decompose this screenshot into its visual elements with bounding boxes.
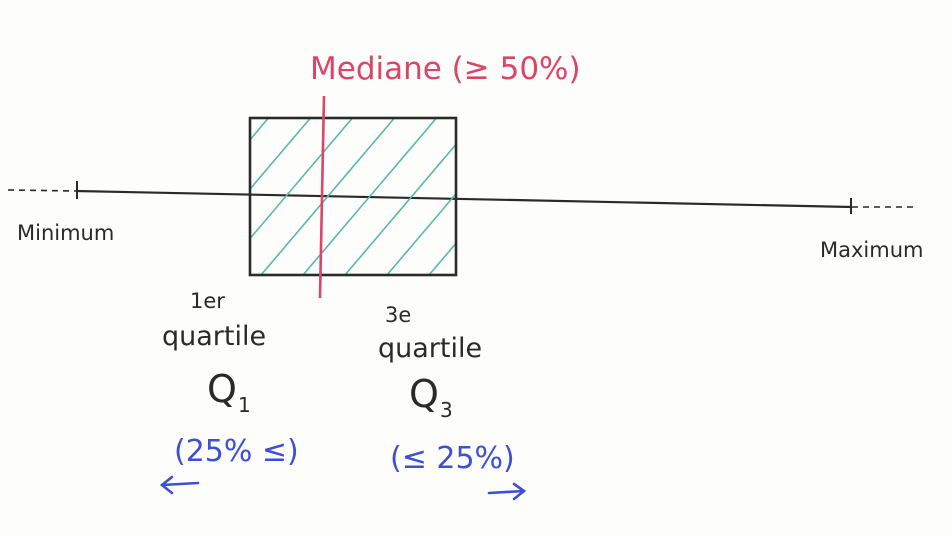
box-hatching: [93, 118, 730, 275]
median-label: Mediane (≥ 50%): [310, 51, 581, 87]
left-arrow-icon: [159, 475, 200, 495]
maximum-label: Maximum: [820, 238, 923, 262]
hatch-line: [344, 143, 456, 275]
right-arrow-icon: [487, 482, 527, 501]
minimum-label: Minimum: [17, 221, 114, 245]
hatch-line: [513, 118, 646, 275]
hatch-line: [471, 118, 604, 275]
q1-index: 1: [238, 393, 251, 417]
median-line: [318, 95, 326, 299]
hatch-line: [93, 118, 226, 275]
hatch-line: [260, 118, 396, 275]
value-axis: [75, 189, 853, 209]
hatch-line: [597, 118, 730, 275]
hatch-line: [555, 118, 688, 275]
axis-extension-left: [7, 189, 77, 192]
hatch-line: [386, 192, 456, 275]
hatch-line: [250, 118, 270, 141]
hatch-line: [250, 118, 354, 240]
hatch-line: [428, 242, 456, 275]
q1-symbol: Q: [207, 367, 237, 411]
q3-word: quartile: [378, 333, 482, 364]
interquartile-box: [248, 116, 458, 277]
q3-symbol: Q: [409, 372, 439, 416]
q1-share: (25% ≤): [174, 434, 299, 469]
q1-ordinal: 1er: [190, 289, 225, 313]
q3-index: 3: [440, 398, 453, 422]
q3-share: (≤ 25%): [390, 441, 515, 476]
q1-word: quartile: [162, 321, 266, 352]
hatch-line: [302, 118, 438, 275]
hatch-line: [250, 118, 312, 191]
q3-ordinal: 3e: [385, 303, 411, 327]
